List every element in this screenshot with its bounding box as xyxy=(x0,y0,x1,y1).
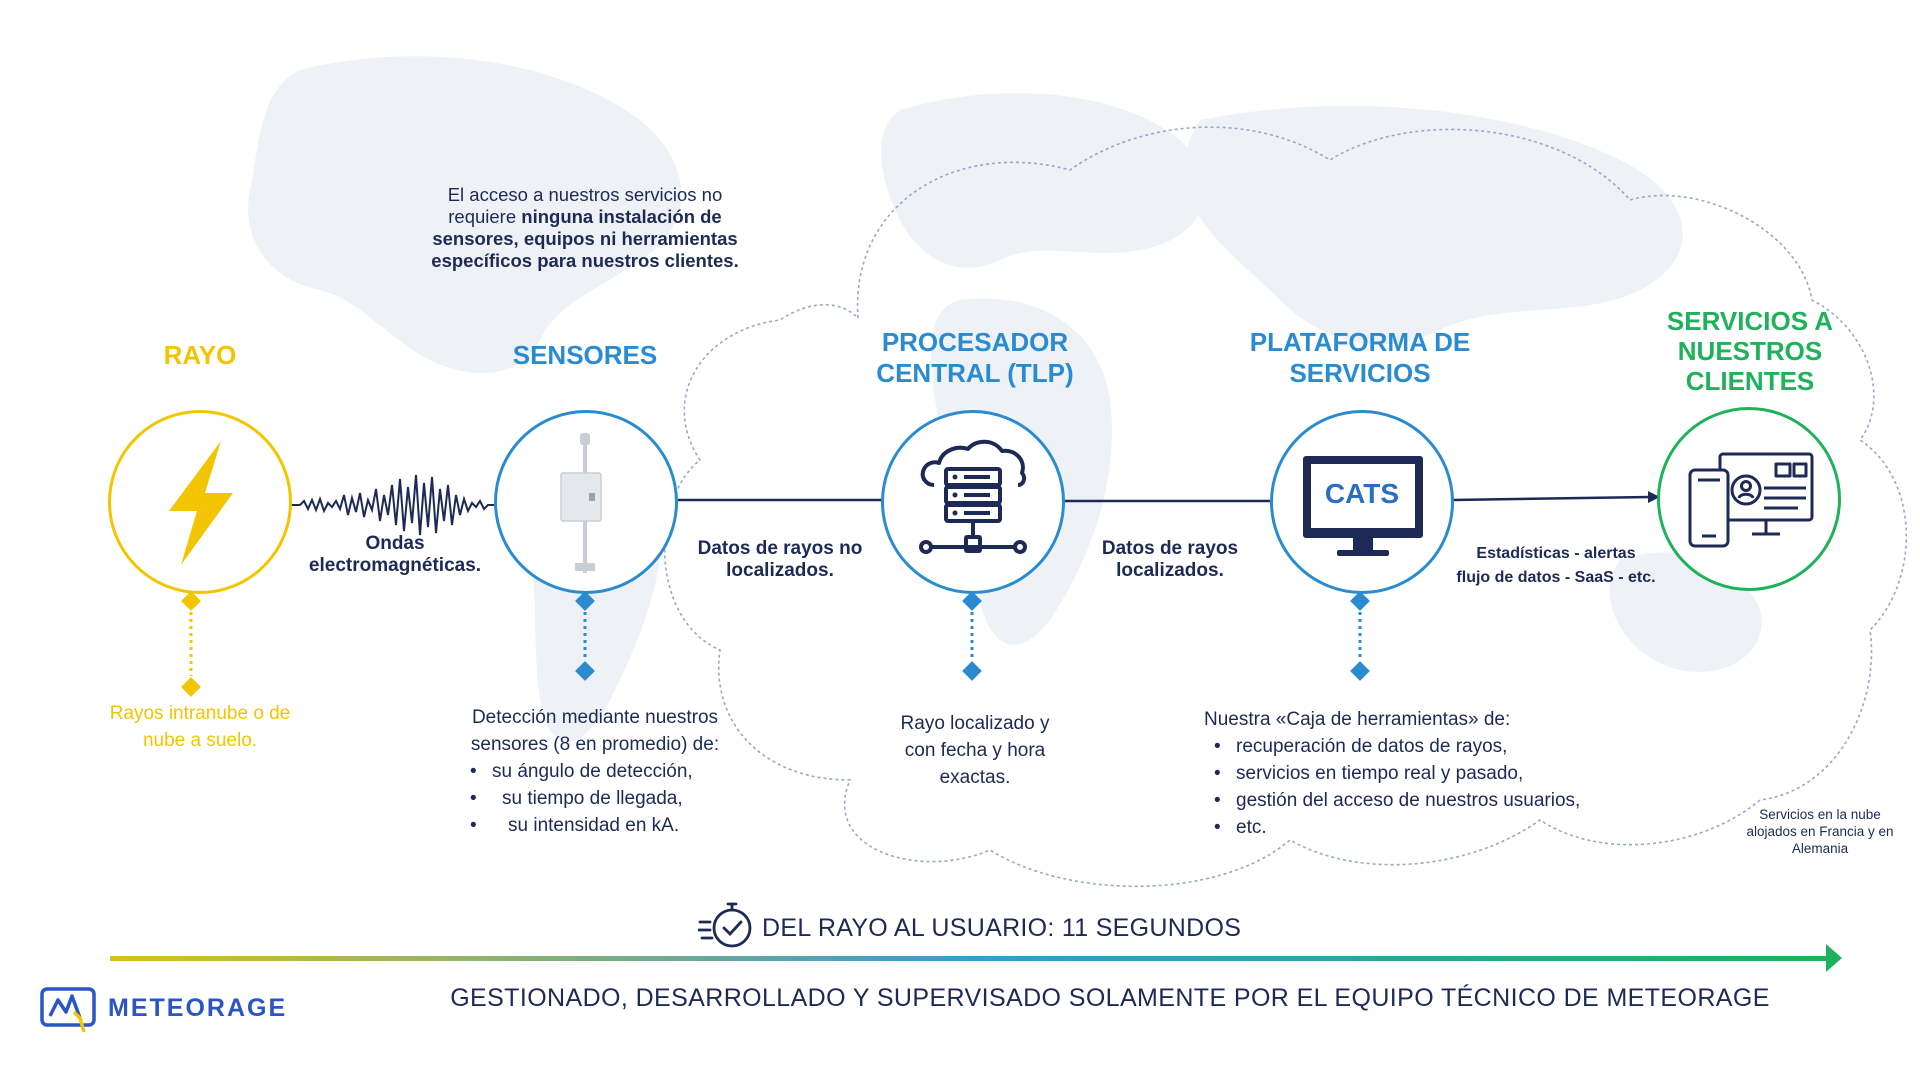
meteorage-logo-icon xyxy=(40,987,96,1033)
estadisticas-label: Estadísticas - alertas flujo de datos - … xyxy=(1436,542,1676,590)
plataforma-dotted-connector xyxy=(1350,592,1370,681)
rayo-circle xyxy=(108,410,292,594)
estadisticas-line-1: Estadísticas - alertas xyxy=(1476,545,1636,562)
plataforma-description: Nuestra «Caja de herramientas» de: recup… xyxy=(1204,706,1624,841)
localizados-label: Datos de rayos localizados. xyxy=(1101,538,1239,581)
sensor-device-icon xyxy=(560,433,602,573)
timeline-label: DEL RAYO AL USUARIO: 11 SEGUNDOS xyxy=(762,914,1242,942)
no-localizados-label: Datos de rayos no localizados. xyxy=(697,538,863,581)
sensores-note: El acceso a nuestros servicios no requie… xyxy=(420,184,750,272)
estadisticas-line-2: flujo de datos - SaaS - etc. xyxy=(1456,569,1656,586)
list-item: servicios en tiempo real y pasado, xyxy=(1204,760,1624,787)
sensores-note-bold: ninguna instalación de sensores, equipos… xyxy=(431,206,739,271)
sensores-title: SENSORES xyxy=(512,340,658,370)
sensores-desc-intro: Detección mediante nuestros sensores (8 … xyxy=(470,707,720,755)
sound-wave xyxy=(290,474,500,536)
monitor-icon xyxy=(1303,456,1423,556)
plataforma-title: PLATAFORMA DE SERVICIOS xyxy=(1249,327,1471,388)
devices-user-icon xyxy=(1688,452,1814,548)
plataforma-circle: CATS xyxy=(1270,410,1454,594)
footer-statement: GESTIONADO, DESARROLLADO Y SUPERVISADO S… xyxy=(450,984,1770,1012)
list-item: etc. xyxy=(1204,814,1624,841)
rayo-title: RAYO xyxy=(163,340,237,370)
rayo-dotted-connector xyxy=(181,592,201,697)
list-item: gestión del acceso de nuestros usuarios, xyxy=(1204,787,1624,814)
plataforma-desc-intro: Nuestra «Caja de herramientas» de: xyxy=(1204,709,1511,730)
servicios-title: SERVICIOS A NUESTROS CLIENTES xyxy=(1666,306,1834,396)
stopwatch-check-icon xyxy=(698,902,752,948)
cloud-hosting-note: Servicios en la nube alojados en Francia… xyxy=(1746,807,1894,856)
sensores-description: Detección mediante nuestros sensores (8 … xyxy=(470,704,720,839)
procesador-circle xyxy=(881,410,1065,594)
sensores-circle xyxy=(494,410,678,594)
sensores-desc-list: su ángulo de detección, su tiempo de lle… xyxy=(460,758,720,839)
procesador-title: PROCESADOR CENTRAL (TLP) xyxy=(876,327,1074,388)
list-item: su intensidad en kA. xyxy=(460,812,720,839)
ondas-label: Ondas electromagnéticas. xyxy=(308,533,482,576)
servicios-circle xyxy=(1657,407,1841,591)
procesador-description: Rayo localizado y con fecha y hora exact… xyxy=(900,713,1050,788)
rayo-description: Rayos intranube o de nube a suelo. xyxy=(109,703,291,751)
lightning-bolt-icon xyxy=(169,441,233,565)
plataforma-desc-list: recuperación de datos de rayos, servicio… xyxy=(1204,733,1624,841)
cloud-server-icon xyxy=(919,439,1027,554)
meteorage-logo-text: METEORAGE xyxy=(108,994,288,1022)
sensores-note-plain: El acceso a nuestros servicios no requie… xyxy=(447,184,723,227)
procesador-dotted-connector xyxy=(962,592,982,681)
list-item: recuperación de datos de rayos, xyxy=(1204,733,1624,760)
sensores-dotted-connector xyxy=(575,592,595,681)
cats-screen-label: CATS xyxy=(1324,478,1400,509)
list-item: su tiempo de llegada, xyxy=(460,785,720,812)
list-item: su ángulo de detección, xyxy=(460,758,720,785)
